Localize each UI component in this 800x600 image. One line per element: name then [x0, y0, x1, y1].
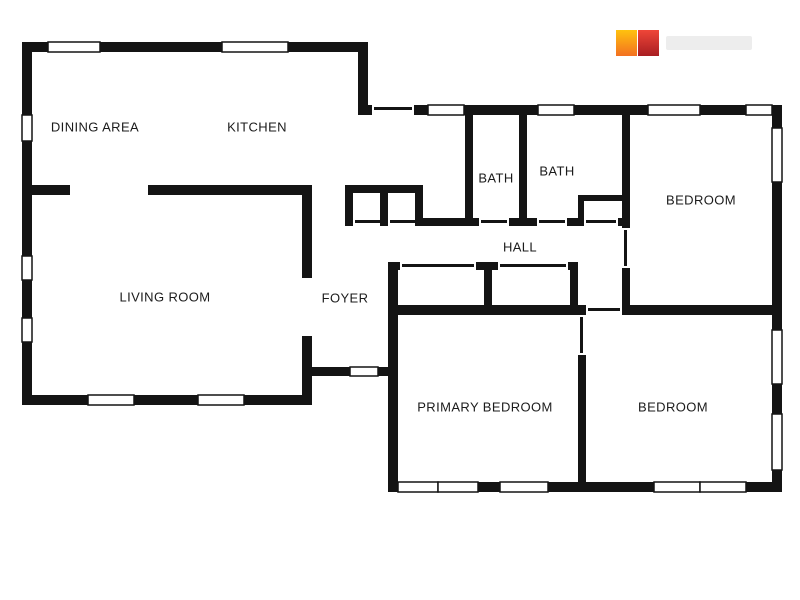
logo-red-square [638, 30, 659, 56]
window-symbols [21, 41, 783, 493]
room-label-hall: HALL [502, 239, 538, 255]
room-label-primary-bedroom: PRIMARY BEDROOM [417, 399, 553, 415]
room-label-foyer: FOYER [321, 290, 369, 306]
room-label-bath-1: BATH [478, 170, 514, 186]
room-label-living-room: LIVING ROOM [119, 289, 211, 305]
logo-orange-square [616, 30, 637, 56]
room-label-dining-area: DINING AREA [50, 119, 140, 135]
logo-wordmark [666, 36, 752, 50]
room-label-bedroom-ne: BEDROOM [666, 192, 736, 208]
walls [22, 42, 782, 492]
door-symbols [355, 107, 627, 353]
room-label-kitchen: KITCHEN [227, 119, 287, 135]
brand-logo [616, 30, 752, 56]
room-label-bedroom-se: BEDROOM [638, 399, 708, 415]
room-label-bath-2: BATH [539, 163, 575, 179]
